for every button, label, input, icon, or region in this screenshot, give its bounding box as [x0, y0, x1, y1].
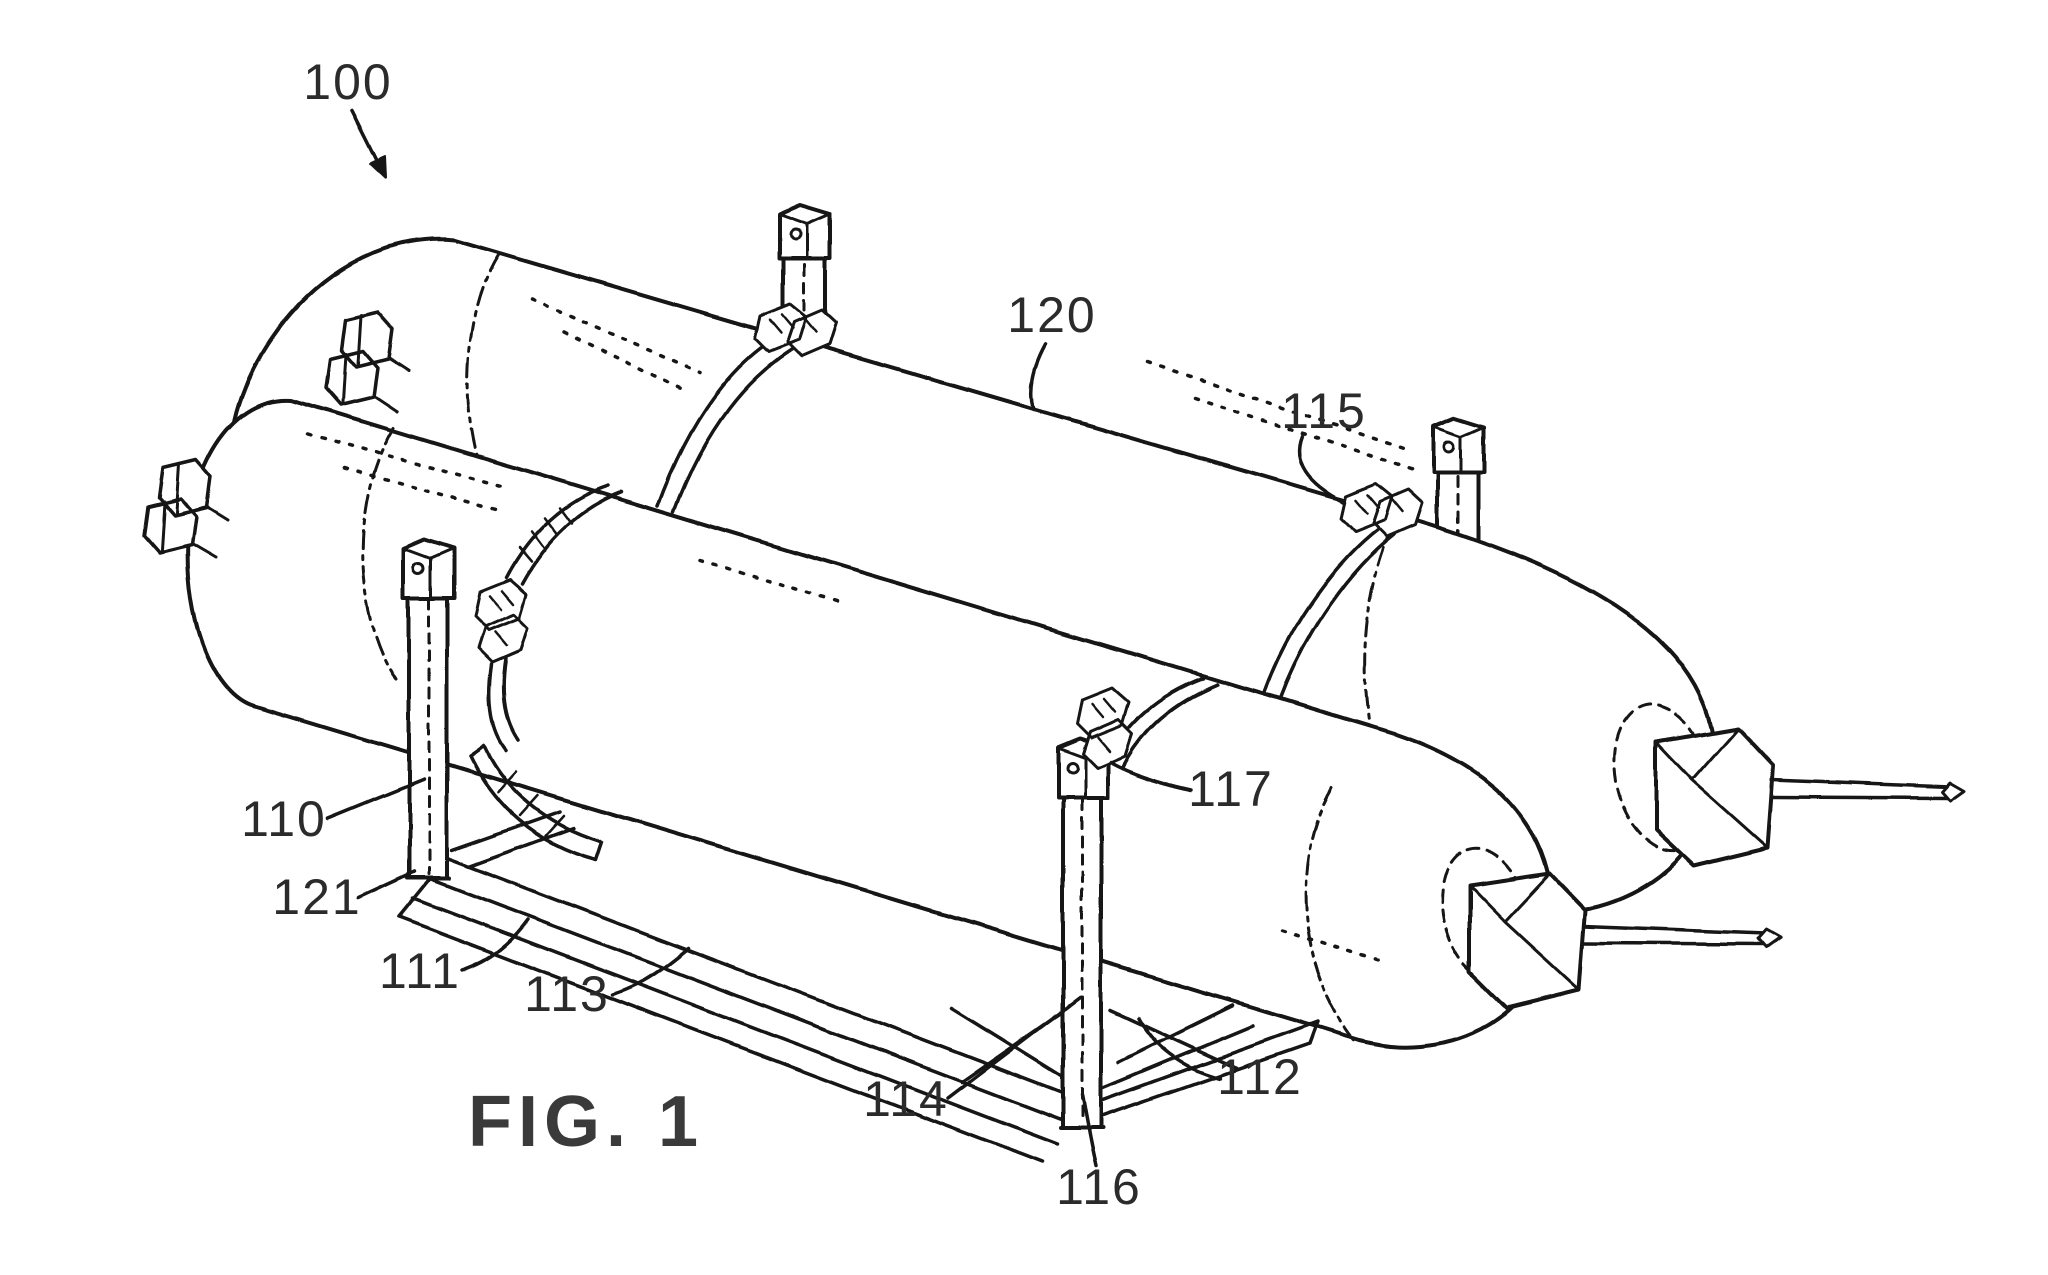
- leader-113: [610, 946, 690, 996]
- fitting-block-edges: [1468, 872, 1581, 992]
- end-rod-tip: [1940, 781, 1966, 803]
- saddle-band: [468, 744, 604, 862]
- leader-110: [326, 777, 426, 820]
- post-cap-bolt: [1442, 439, 1456, 453]
- reference-labels: 100 120 115 117 110 121 111 113 114 116 …: [241, 54, 1367, 1215]
- isometric-drawing: [142, 108, 1966, 1168]
- arrowhead-100: [369, 155, 387, 179]
- post-cap: [402, 537, 456, 600]
- skid-right-end-rails: [1074, 1020, 1320, 1127]
- strap-band-upper: [504, 484, 624, 586]
- front-tank-strap-left: [468, 484, 624, 862]
- skid-longitudinal-rails: [397, 856, 1094, 1164]
- strap-buckle: [753, 302, 838, 359]
- skid-left-cross-member: [450, 810, 576, 868]
- ref-label-117: 117: [1188, 761, 1274, 817]
- strap-buckle: [1075, 686, 1134, 770]
- ref-label-113: 113: [524, 966, 610, 1022]
- leader-116: [1080, 1092, 1098, 1168]
- rear-tank-strap-left: [656, 302, 838, 514]
- front-right-frame-post: [1056, 737, 1110, 1130]
- leader-121: [356, 870, 416, 900]
- saddle-hatch: [496, 770, 566, 838]
- end-rod-tip: [1756, 927, 1782, 949]
- strap-buckle: [1339, 482, 1424, 539]
- rear-tank-strap-right: [1262, 482, 1424, 702]
- post-body-edges: [405, 552, 451, 880]
- valve-detail-lines: [159, 462, 230, 560]
- strap-hatch: [517, 506, 574, 564]
- rear-tank-valve: [324, 310, 411, 414]
- post-cap-bolt: [1065, 761, 1079, 775]
- post-cap-edges: [402, 546, 456, 600]
- ref-label-100: 100: [303, 54, 392, 110]
- front-tank-end-fitting: [1468, 872, 1782, 1010]
- leader-114: [946, 996, 1082, 1100]
- end-rod: [1770, 778, 1952, 800]
- end-rod: [1582, 924, 1768, 946]
- post-cap-edges: [777, 212, 832, 260]
- strap-buckle: [473, 578, 530, 664]
- ref-label-115: 115: [1281, 383, 1367, 439]
- ref-label-111: 111: [379, 943, 461, 999]
- post-cap: [1431, 415, 1486, 474]
- ref-label-114: 114: [863, 1071, 949, 1127]
- front-left-frame-post: [402, 537, 456, 880]
- fitting-block: [1654, 726, 1776, 868]
- ref-label-112: 112: [1217, 1049, 1303, 1105]
- post-body-edges: [1059, 752, 1105, 1130]
- ref-label-120: 120: [1007, 287, 1096, 343]
- leader-lines: [326, 108, 1346, 1168]
- leader-100: [350, 108, 382, 168]
- leader-120: [1029, 342, 1048, 412]
- strap-buckle-hatch: [1354, 493, 1404, 515]
- strap-buckle-hatch: [1090, 697, 1117, 753]
- post-cap-bolt: [412, 561, 426, 575]
- leader-115: [1297, 434, 1346, 504]
- fitting-block-edges: [1654, 726, 1770, 850]
- front-tank: [142, 397, 1782, 1049]
- valve-detail-lines: [341, 313, 411, 414]
- ref-label-116: 116: [1056, 1159, 1142, 1215]
- strap-saddle-bracket: [468, 744, 604, 862]
- strap-buckle-hatch: [488, 589, 515, 647]
- post-cap-bolt: [788, 227, 802, 241]
- leader-117: [1108, 760, 1194, 792]
- post-body-fill: [1061, 752, 1103, 1128]
- front-tank-strap-right: [1075, 676, 1219, 770]
- strap-band: [1262, 526, 1396, 702]
- rear-tank-end-fitting: [1654, 726, 1966, 868]
- post-cap: [777, 203, 832, 260]
- ref-label-110: 110: [241, 791, 327, 847]
- figure-caption: FIG. 1: [468, 1082, 704, 1162]
- post-cap-edges: [1431, 424, 1486, 474]
- front-tank-right-seam: [1304, 786, 1356, 1042]
- leader-112: [1136, 1016, 1222, 1080]
- strap-band-lower: [487, 656, 520, 752]
- front-tank-valve: [142, 458, 230, 560]
- front-tank-left-seam: [361, 426, 398, 682]
- leader-111: [460, 918, 530, 972]
- strap-buckle-hatch: [768, 313, 818, 335]
- ref-label-121: 121: [272, 869, 361, 925]
